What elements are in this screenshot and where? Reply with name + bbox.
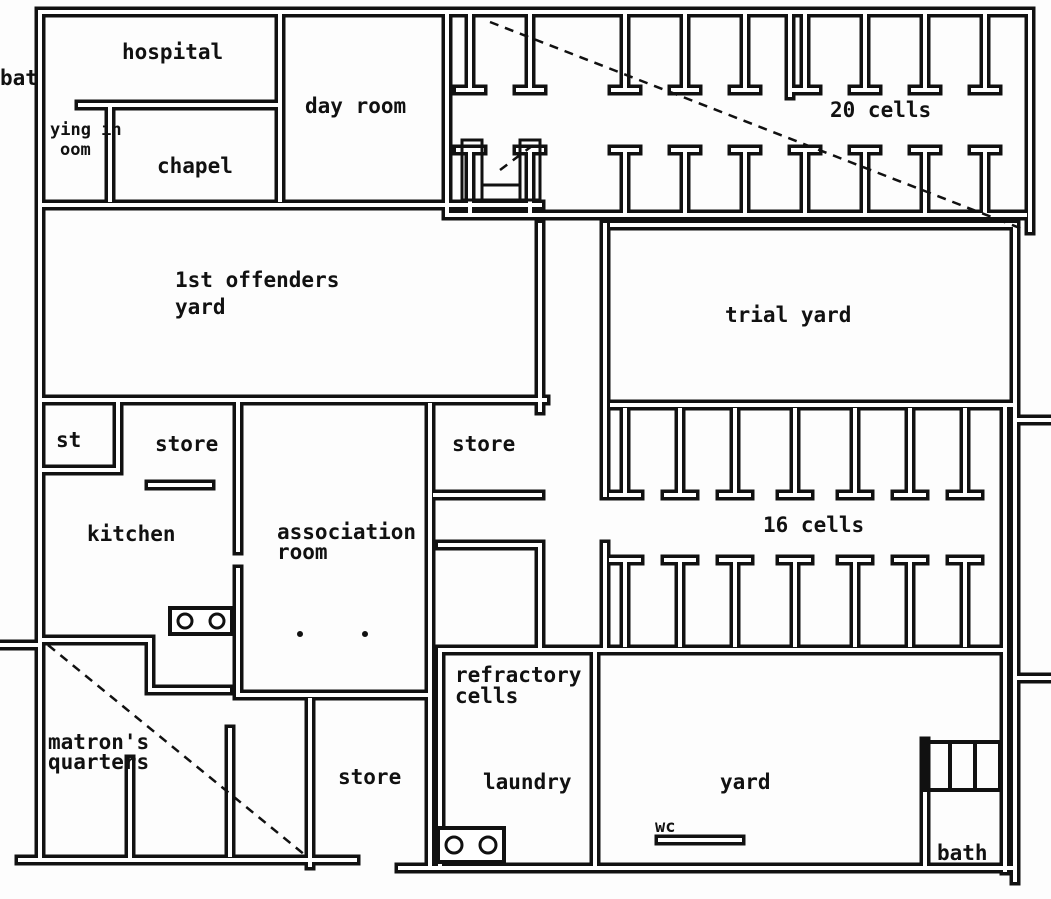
bath-stalls-icon [923,740,1002,792]
room-label-kitchen: kitchen [87,522,176,546]
room-label-yard: yard [175,295,226,319]
wall [0,10,1051,882]
room-label-lying-in: ying in [50,120,122,140]
room-label-bath: bath [937,841,988,865]
room-label-16-cells: 16 cells [763,513,865,537]
room-label-association: association [277,520,417,544]
diagonal-dashed-line [47,644,306,856]
room-label-lying-in-room: oom [60,140,91,160]
room-label-chapel: chapel [157,154,233,178]
room-label-refractory: refractory [455,663,582,687]
room-label-refractory-cells: cells [455,684,519,708]
room-label-wc: wc [655,817,676,837]
room-label-quarters: quarters [48,750,150,774]
room-label-st: st [56,428,82,452]
room-label-trial-yard: trial yard [725,303,852,327]
room-label-yard: yard [720,770,771,794]
stairs-icon [460,138,542,202]
room-label-20-cells: 20 cells [830,98,932,122]
room-label-bath-partial: bat [0,66,38,90]
copper-icon [436,826,506,864]
room-label-association-room: room [277,540,328,564]
room-label-laundry: laundry [483,770,572,794]
stove-icon [168,606,234,636]
room-label-store: store [452,432,516,456]
diagonal-dashed-line [489,20,1026,232]
room-label-matrons: matron's [48,730,150,754]
room-label-day-room: day room [305,94,407,118]
room-label-store: store [338,765,402,789]
room-label-1st-offenders: 1st offenders [175,268,340,292]
room-label-hospital: hospital [122,40,224,64]
room-label-store: store [155,432,219,456]
